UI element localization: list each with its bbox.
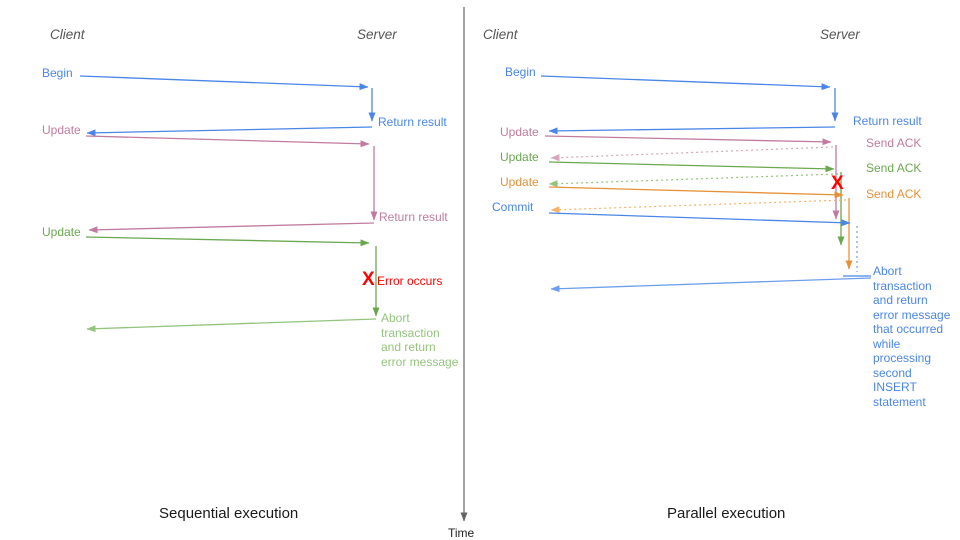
par-abort-line-8: second <box>873 365 912 380</box>
seq-update2-request-line <box>85 236 370 247</box>
par-begin-request-line <box>540 75 831 91</box>
par-return-result-line <box>548 126 836 135</box>
seq-client-header: Client <box>50 27 85 42</box>
par-abort-line-3: and return <box>873 293 928 307</box>
par-send-ack-3-label: Send ACK <box>866 187 922 201</box>
seq-update-2-label: Update <box>42 225 81 239</box>
seq-server-header: Server <box>357 27 397 42</box>
seq-return-result-1-label: Return result <box>378 115 447 129</box>
par-abort-line-10: statement <box>873 394 926 409</box>
par-abort-line-5: that occurred <box>873 322 944 336</box>
seq-abort-line-2: transaction <box>381 325 440 340</box>
seq-begin-label: Begin <box>42 66 73 80</box>
par-send-ack3-line <box>550 199 847 214</box>
par-abort-line-1: Abort <box>873 264 902 278</box>
par-abort-line-9: INSERT <box>873 380 917 394</box>
time-axis-label: Time <box>448 526 475 540</box>
par-send-ack1-line <box>550 146 834 162</box>
par-update1-request-line <box>544 135 832 146</box>
seq-abort-line-4: error message <box>381 354 459 369</box>
par-error-x-icon: X <box>831 173 844 194</box>
par-server-header: Server <box>820 27 860 42</box>
par-commit-label: Commit <box>492 200 534 214</box>
par-title: Parallel execution <box>667 505 786 522</box>
seq-abort-line-3: and return <box>381 340 436 354</box>
par-abort-line-4: error message <box>873 307 951 322</box>
par-update-1-label: Update <box>500 125 539 139</box>
seq-return-result-2-label: Return result <box>379 210 448 224</box>
seq-begin-request-line <box>79 75 369 91</box>
par-update2-request-line <box>548 161 835 173</box>
par-update-2-label: Update <box>500 150 539 164</box>
par-return-result-label: Return result <box>853 114 922 128</box>
par-commit-request-line <box>548 212 851 227</box>
par-abort-message: Abort transaction and return error messa… <box>873 264 950 409</box>
par-send-ack-1-label: Send ACK <box>866 136 922 150</box>
seq-error-x-icon: X <box>362 269 375 290</box>
par-update-3-label: Update <box>500 175 539 189</box>
seq-abort-line-1: Abort <box>381 311 410 325</box>
par-update3-request-line <box>548 186 844 199</box>
par-abort-line-7: processing <box>873 351 932 365</box>
seq-abort-return-line <box>86 318 377 333</box>
par-send-ack2-line <box>548 173 839 188</box>
par-begin-label: Begin <box>505 65 536 79</box>
par-send-ack-2-label: Send ACK <box>866 161 922 175</box>
seq-title: Sequential execution <box>159 505 299 522</box>
seq-error-occurs-label: Error occurs <box>377 274 443 288</box>
seq-return-result-1-line <box>86 126 373 137</box>
seq-update-1-label: Update <box>42 123 81 137</box>
par-client-header: Client <box>483 27 518 42</box>
seq-abort-message: Abort transaction and return error messa… <box>381 311 458 369</box>
seq-update1-request-line <box>85 135 370 148</box>
par-abort-line-6: while <box>873 336 901 351</box>
par-abort-line-2: transaction <box>873 278 932 293</box>
seq-return-result-2-line <box>88 222 375 234</box>
par-abort-return-line <box>550 277 872 293</box>
